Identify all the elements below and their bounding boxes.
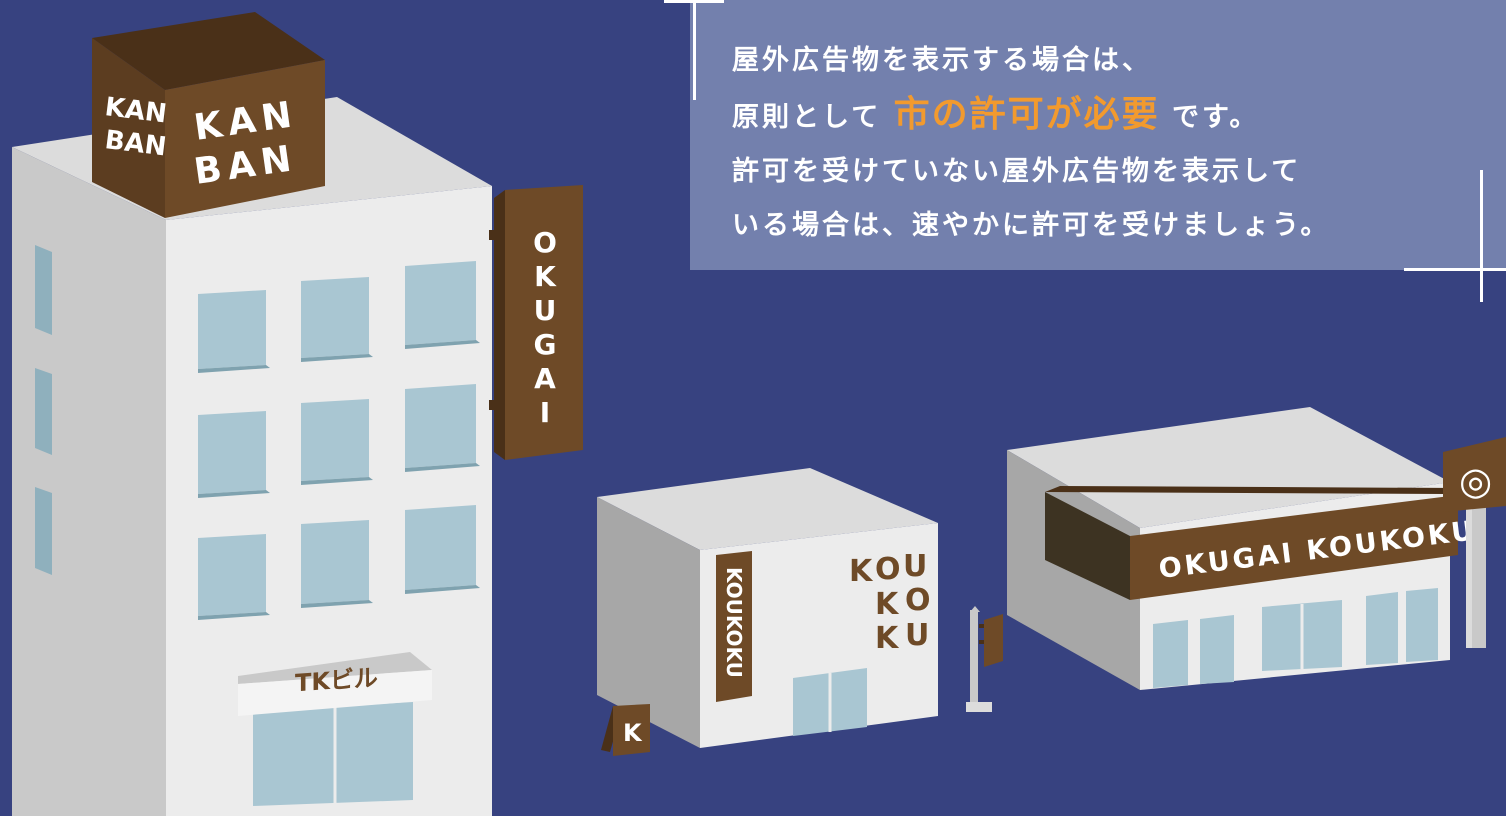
- office-awning-top: [238, 652, 432, 684]
- shop-front-wall: [700, 523, 938, 748]
- shop-left-wall: [597, 497, 700, 748]
- shop-vertical-sign: [716, 551, 752, 702]
- logo-pole-symbol: ◎: [1459, 459, 1492, 503]
- shop-roof: [597, 468, 938, 550]
- logo-pole-sign: ◎: [1443, 437, 1506, 648]
- office-window-ledges: [198, 340, 480, 620]
- office-side-window: [35, 368, 52, 455]
- office-side-window: [35, 245, 52, 335]
- rooftop-kanban-sign: KAN BAN KAN BAN: [92, 12, 325, 218]
- notice-line-1: 屋外広告物を表示する場合は、: [732, 45, 1152, 76]
- large-store-building: OKUGAI KOUKOKU: [1007, 407, 1478, 690]
- notice-highlight: 市の許可が必要: [893, 94, 1160, 135]
- standing-pole-sign: [966, 606, 1003, 712]
- shop-vertical-sign-text: KOUKOKU: [722, 567, 746, 678]
- wall-letter: O: [905, 583, 931, 618]
- store-fascia-top: [1045, 486, 1460, 494]
- okugai-letter: A: [534, 362, 556, 395]
- okugai-letter: K: [534, 260, 557, 293]
- store-fascia-front: [1130, 495, 1458, 600]
- store-roof: [1007, 407, 1450, 528]
- wall-letter: U: [905, 618, 929, 653]
- office-side-window: [35, 487, 52, 575]
- small-shop-building: KOUKOKU K O U K O K U K: [597, 468, 938, 756]
- office-entrance-door: [253, 702, 413, 806]
- wall-letter: K: [849, 554, 874, 589]
- office-building: TKビル: [12, 97, 492, 816]
- store-fascia-side: [1045, 492, 1130, 600]
- okugai-letter: U: [534, 294, 557, 327]
- corner-line-top-vertical: [693, 0, 696, 100]
- notice-line-4: いる場合は、速やかに許可を受けましょう。: [732, 210, 1331, 241]
- wall-letter: K: [875, 621, 900, 656]
- wall-letter: O: [875, 552, 901, 587]
- notice-text: 屋外広告物を表示する場合は、 原則として 市の許可が必要 です。 許可を受けてい…: [732, 34, 1330, 253]
- a-board-sign: [613, 704, 650, 756]
- awning-sign-text: TKビル: [295, 664, 378, 698]
- office-windows: [198, 261, 476, 616]
- okugai-letter: O: [533, 226, 557, 259]
- notice-panel: 屋外広告物を表示する場合は、 原則として 市の許可が必要 です。 許可を受けてい…: [690, 0, 1506, 270]
- notice-line-2-pre: 原則として: [732, 102, 882, 133]
- rooftop-side-text: BAN: [103, 125, 168, 162]
- corner-line-bottom-horizontal: [1404, 268, 1506, 271]
- okugai-letter: G: [534, 328, 557, 361]
- notice-line-2-post: です。: [1172, 102, 1260, 133]
- office-awning-front: [238, 670, 432, 716]
- notice-line-2: 原則として 市の許可が必要 です。: [732, 88, 1330, 145]
- wall-letter: U: [903, 549, 927, 584]
- corner-line-top-horizontal: [664, 0, 724, 3]
- projecting-okugai-sign: OKUGAI: [489, 185, 583, 460]
- corner-line-bottom-vertical: [1480, 170, 1483, 302]
- notice-line-3: 許可を受けていない屋外広告物を表示して: [732, 156, 1302, 187]
- okugai-letters: OKUGAI: [533, 226, 557, 429]
- okugai-letter: I: [540, 396, 550, 429]
- wall-letter: K: [875, 587, 900, 622]
- a-board-text: K: [623, 719, 643, 747]
- shop-wall-letters: K O U K O K U: [849, 549, 931, 656]
